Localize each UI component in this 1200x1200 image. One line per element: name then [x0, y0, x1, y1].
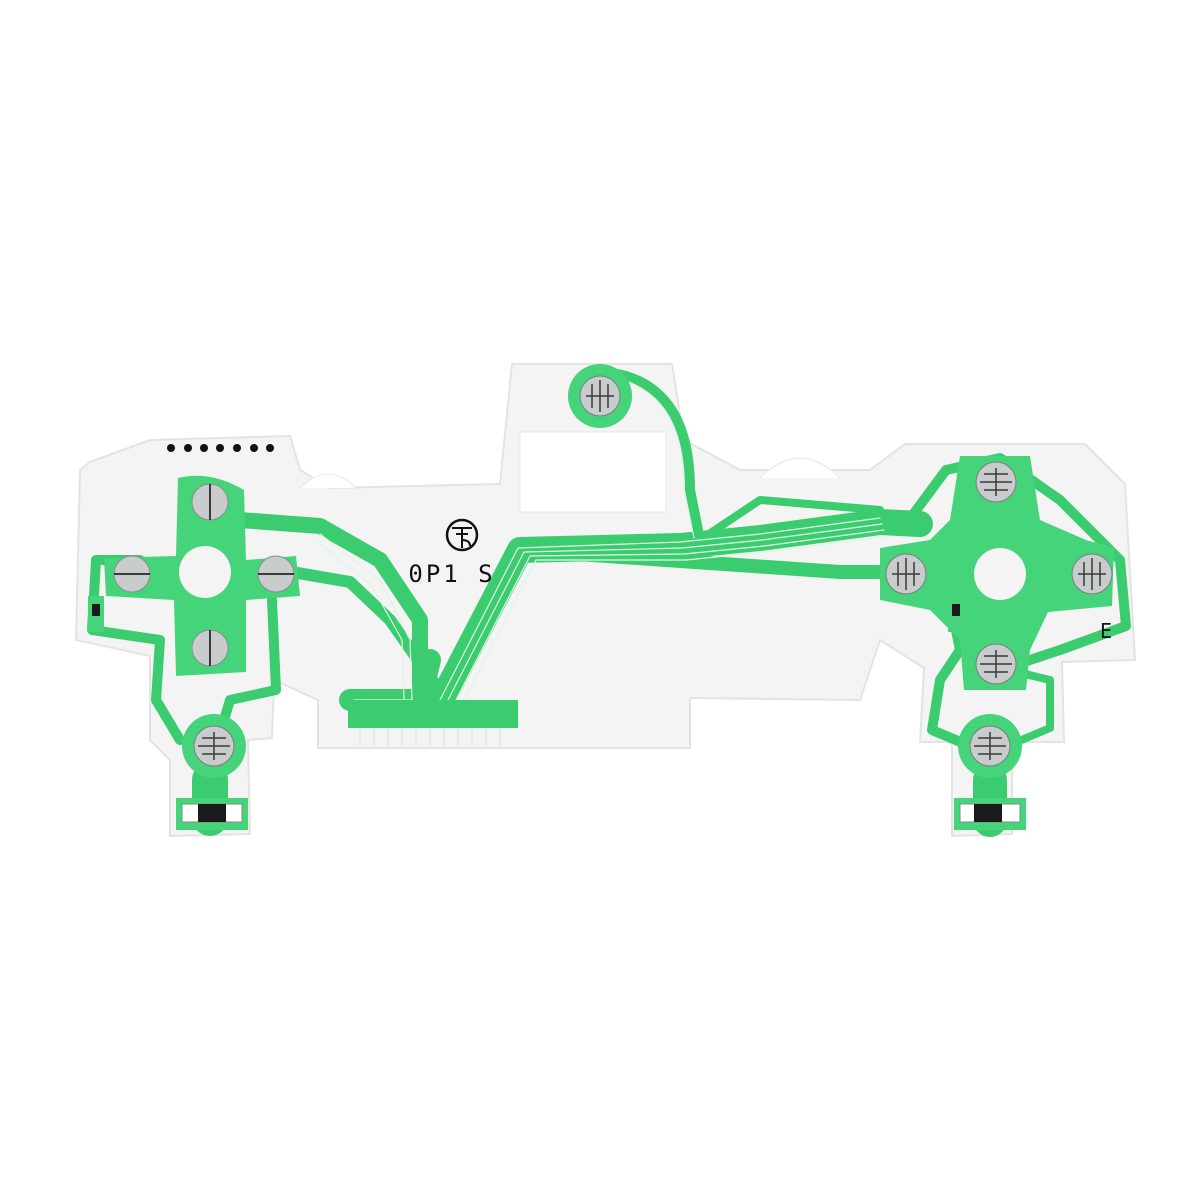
triangle-contact: [975, 461, 1017, 503]
left-lower-contact: [182, 714, 246, 778]
manufacturer-logo: [445, 518, 479, 552]
circle-contact: [1071, 553, 1113, 595]
dpad-up-contact: [191, 483, 229, 521]
side-contact-left: [88, 596, 104, 632]
right-connector-tab: [954, 798, 1026, 830]
dpad-down-contact: [191, 629, 229, 667]
dpad-left-contact: [113, 555, 151, 593]
side-contact-right: [948, 596, 964, 632]
cross-contact: [975, 643, 1017, 685]
marking-code: 0P1 S: [408, 560, 495, 588]
right-lower-contact: [958, 714, 1022, 778]
square-contact: [885, 553, 927, 595]
dot-row: [167, 444, 274, 452]
ribbon-connector: [348, 700, 518, 748]
face-button-cluster: [880, 456, 1114, 690]
edge-mark: E: [1100, 619, 1112, 643]
dpad-cluster: [104, 475, 300, 676]
dpad-right-contact: [257, 555, 295, 593]
left-connector-tab: [176, 798, 248, 830]
touchpad-contact: [568, 364, 632, 428]
